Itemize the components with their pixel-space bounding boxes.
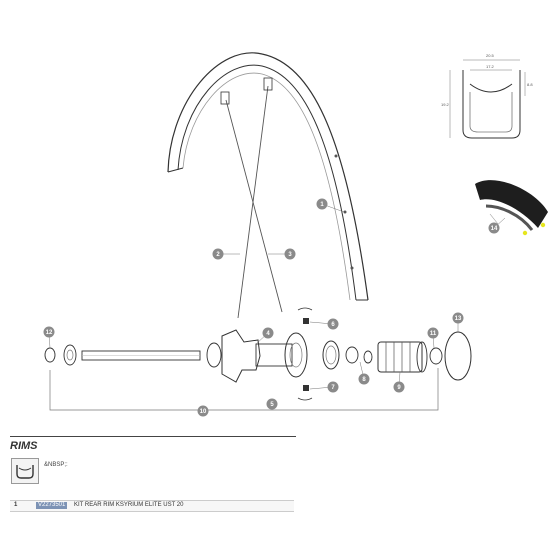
- callout-12: 12: [43, 326, 55, 338]
- callout-13: 13: [452, 312, 464, 324]
- callout-6: 6: [327, 318, 339, 330]
- hub-body: [206, 329, 308, 383]
- rim-width-label: 20.5: [486, 53, 495, 58]
- callout-label: 14: [491, 226, 498, 232]
- callout-label: 13: [455, 316, 462, 322]
- callout-label: 6: [331, 322, 335, 328]
- callout-label: 5: [270, 402, 274, 408]
- rim-profile-inset: 20.5 17.2 8.8 19.2: [441, 53, 533, 139]
- rim-depth-label: 8.8: [527, 82, 533, 87]
- callout-3: 3: [284, 248, 296, 260]
- part-description: KIT REAR RIM KSYRIUM ELITE UST 20: [74, 502, 184, 508]
- rim: [167, 52, 369, 301]
- callout-label: 4: [266, 331, 270, 337]
- section-divider: [10, 436, 296, 437]
- part-reference-link[interactable]: V2273501: [36, 502, 68, 509]
- leader-lines: [48, 203, 506, 390]
- pawls: [297, 307, 313, 401]
- axle: [44, 344, 201, 366]
- part-number: 1: [14, 502, 18, 508]
- callout-label: 3: [288, 252, 292, 258]
- callout-1: 1: [316, 198, 328, 210]
- rim-icon: [11, 458, 39, 484]
- parts-row[interactable]: 1 V2273501 KIT REAR RIM KSYRIUM ELITE US…: [10, 500, 294, 512]
- callout-label: 9: [397, 385, 401, 391]
- section-title: RIMS: [10, 440, 38, 452]
- callout-label: 8: [362, 377, 366, 383]
- spokes: [220, 77, 283, 319]
- assembly-bracket: [49, 368, 439, 411]
- bearings: [322, 340, 373, 370]
- callout-4: 4: [262, 327, 274, 339]
- callout-label: 11: [430, 331, 437, 337]
- callout-11: 11: [427, 327, 439, 339]
- callout-label: 2: [216, 252, 220, 258]
- freehub-body: [377, 341, 428, 373]
- callout-label: 12: [46, 330, 53, 336]
- callout-10: 10: [197, 405, 209, 417]
- rim-icon-label: &NBSP;:: [44, 462, 68, 468]
- callout-2: 2: [212, 248, 224, 260]
- callout-9: 9: [393, 381, 405, 393]
- callout-5: 5: [266, 398, 278, 410]
- callout-label: 10: [200, 409, 207, 415]
- callout-label: 7: [331, 385, 335, 391]
- exploded-diagram: 20.5 17.2 8.8 19.2: [43, 52, 548, 417]
- end-cap: [429, 331, 472, 381]
- callout-8: 8: [358, 373, 370, 385]
- rim-inner-label: 17.2: [486, 64, 495, 69]
- tire-section: [475, 180, 548, 236]
- callout-7: 7: [327, 381, 339, 393]
- callout-label: 1: [320, 202, 324, 208]
- rim-height-label: 19.2: [441, 102, 450, 107]
- callout-14: 14: [488, 222, 500, 234]
